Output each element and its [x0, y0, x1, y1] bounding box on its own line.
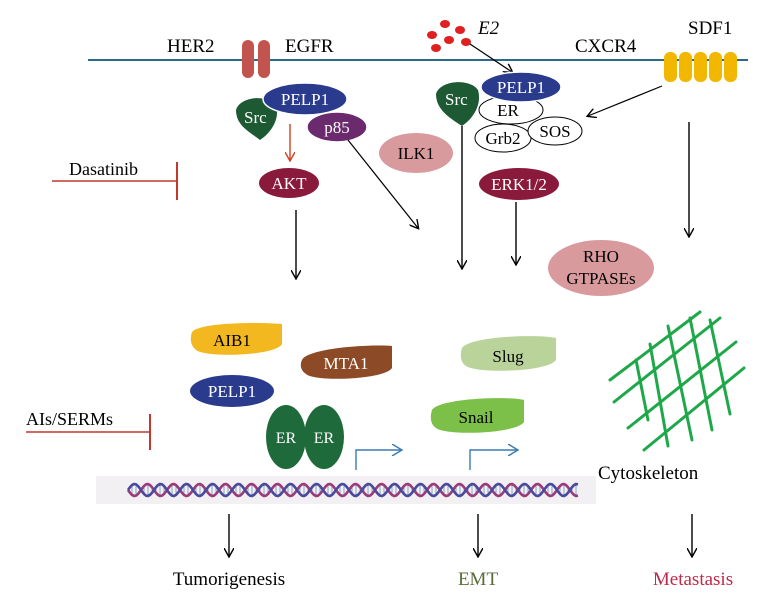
e2-ligand-dots	[427, 20, 471, 52]
pelp1-left-shape	[262, 82, 348, 116]
snail-shape	[430, 398, 524, 433]
cxcr4-receptor	[664, 52, 737, 82]
pelp1-nuclear-label: PELP1	[208, 382, 256, 401]
er-left-label: ER	[276, 430, 297, 447]
src-middle-shape	[436, 82, 480, 126]
pelp1-middle-shape	[480, 71, 562, 103]
rho-gtpases-shape	[548, 240, 654, 296]
dna-helix	[96, 476, 596, 504]
grb2-label: Grb2	[486, 129, 521, 148]
slug-shape	[460, 336, 556, 371]
src-middle-label: Src	[445, 90, 468, 109]
her2-egfr-receptor	[242, 40, 270, 78]
erk-shape	[479, 168, 559, 200]
emt-label: EMT	[458, 569, 499, 590]
pelp1-nuclear-shape	[190, 375, 274, 407]
sos-label: SOS	[539, 122, 570, 141]
er-right-label: ER	[314, 430, 335, 447]
dasatinib-label: Dasatinib	[69, 159, 138, 179]
rho-label-line1: RHO	[583, 247, 619, 266]
snail-label: Snail	[459, 408, 494, 427]
p85-shape	[306, 111, 368, 143]
pelp1-left-label: PELP1	[281, 90, 329, 109]
cytoskeleton-mesh	[608, 310, 746, 452]
p85-label: p85	[324, 118, 350, 137]
cxcr4-to-sos-arrow	[588, 85, 663, 116]
sos-shape	[527, 116, 583, 146]
tumorigenesis-label: Tumorigenesis	[173, 569, 285, 590]
aib1-label: AIB1	[213, 331, 251, 350]
cytoskeleton-label: Cytoskeleton	[598, 463, 699, 484]
slug-label: Slug	[492, 347, 524, 366]
ilk1-shape	[379, 133, 453, 173]
snail-transcription-arrow	[469, 450, 518, 470]
e2-label: E2	[477, 18, 500, 39]
e2-arrow	[469, 43, 512, 72]
aib1-shape	[190, 322, 282, 355]
er-membrane-label: ER	[497, 101, 519, 120]
pelp1-middle-label: PELP1	[497, 78, 545, 97]
er-left-shape	[266, 405, 306, 469]
ilk1-label: ILK1	[398, 144, 435, 163]
mta1-label: MTA1	[324, 354, 369, 373]
akt-shape	[259, 168, 319, 198]
rho-label-line2: GTPASEs	[566, 269, 635, 288]
erk-label: ERK1/2	[491, 175, 547, 194]
akt-label: AKT	[272, 174, 308, 193]
er-right-shape	[304, 405, 344, 469]
src-left-shape	[236, 98, 278, 140]
src-left-label: Src	[244, 108, 267, 127]
ais-serms-label: AIs/SERMs	[26, 409, 113, 429]
mta1-shape	[300, 345, 392, 379]
egfr-label: EGFR	[285, 36, 334, 57]
cxcr4-label: CXCR4	[575, 36, 637, 57]
er-transcription-arrow	[355, 450, 402, 470]
sdf1-label: SDF1	[688, 18, 732, 39]
her2-label: HER2	[167, 36, 215, 57]
p85-diagonal-arrow	[347, 139, 418, 228]
metastasis-label: Metastasis	[653, 569, 733, 590]
